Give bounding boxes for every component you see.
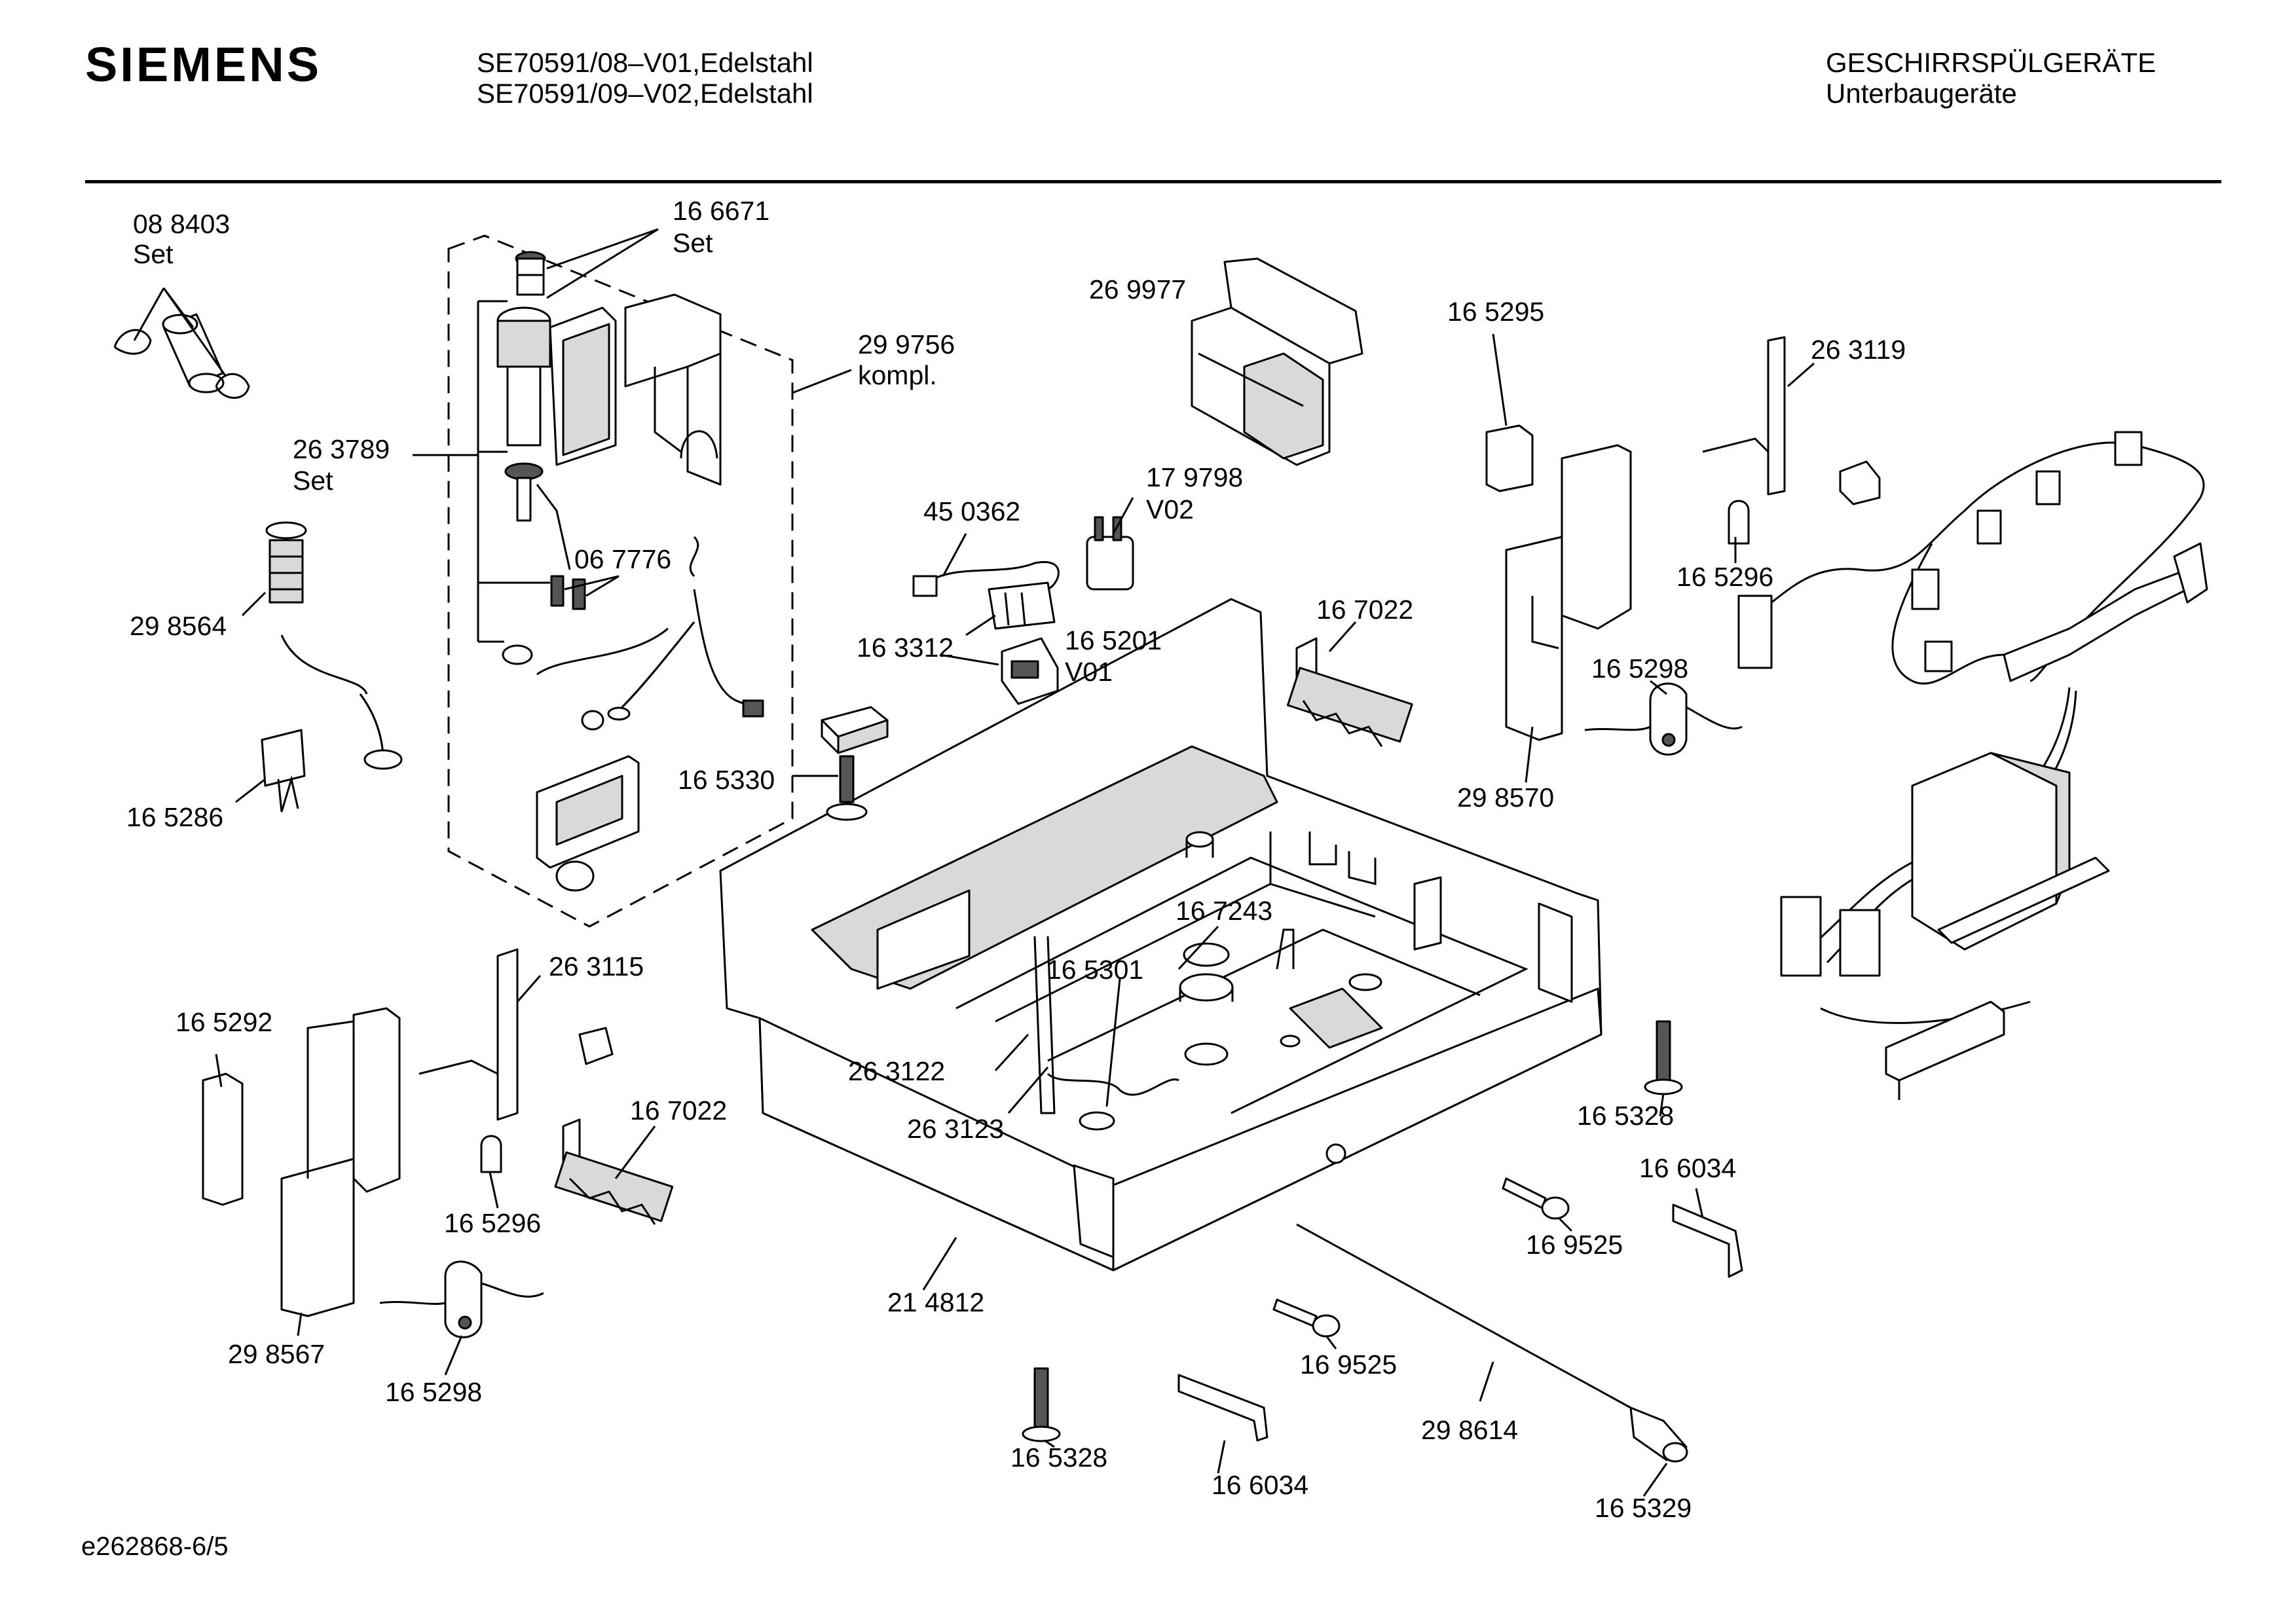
category-line-1: GESCHIRRSPÜLGERÄTE: [1826, 47, 2157, 78]
brand-logo: SIEMENS: [85, 37, 322, 92]
model-line-2: SE70591/09–V02,Edelstahl: [477, 78, 813, 109]
label-167022-lower: 16 7022: [630, 1095, 727, 1126]
label-165201-v01: V01: [1065, 657, 1113, 687]
label-165301: 16 5301: [1046, 955, 1143, 985]
label-167243: 16 7243: [1176, 896, 1272, 926]
label-165296-upper: 16 5296: [1676, 562, 1773, 592]
label-214812: 21 4812: [887, 1287, 984, 1317]
appliance-category: GESCHIRRSPÜLGERÄTE Unterbaugeräte: [1826, 47, 2156, 109]
part-labels: 08 8403 Set 16 6671 Set 29 9756 kompl. 2…: [126, 196, 1906, 1523]
label-163312: 16 3312: [857, 632, 954, 663]
clip-part-drawing: [261, 729, 306, 813]
label-263119: 26 3119: [1811, 335, 1906, 365]
label-088403: 08 8403: [133, 209, 230, 239]
label-263789-set: Set: [293, 466, 333, 496]
bracket-right-drawing: [1485, 424, 1632, 741]
label-088403-set: Set: [133, 239, 174, 269]
label-263115: 26 3115: [549, 951, 644, 981]
label-165330: 16 5330: [678, 765, 775, 795]
label-166034-bottom: 16 6034: [1212, 1470, 1308, 1500]
label-450362: 45 0362: [923, 496, 1020, 526]
aquastop-block-drawing: [502, 644, 640, 892]
relay-part-drawing: [1086, 516, 1134, 591]
valve-cover-drawing: [624, 293, 722, 486]
label-299756-kompl: kompl.: [858, 360, 937, 390]
wiring-harness-drawing: [1737, 431, 2208, 1100]
label-165298-upper: 16 5298: [1591, 653, 1688, 684]
inlet-hose-drawing: [536, 536, 764, 731]
label-298570: 29 8570: [1457, 782, 1554, 813]
label-169525-middle: 16 9525: [1300, 1349, 1397, 1380]
label-165328-bottom: 16 5328: [1010, 1442, 1107, 1473]
document-code: e262868-6/5: [81, 1532, 229, 1561]
hose-clamp-set-drawing: [113, 313, 250, 399]
plug-part-drawing: [1001, 637, 1059, 705]
label-166671: 16 6671: [673, 196, 769, 226]
label-298567: 29 8567: [228, 1339, 325, 1369]
cam-switch-lower-drawing: [379, 1260, 544, 1338]
label-165295: 16 5295: [1447, 297, 1544, 327]
label-165286: 16 5286: [126, 802, 223, 832]
label-166034-right: 16 6034: [1639, 1153, 1736, 1183]
strip-bottom-drawing: [1177, 1374, 1268, 1442]
cam-switch-upper-drawing: [1584, 682, 1743, 756]
label-165296-lower: 16 5296: [444, 1208, 541, 1238]
header-divider: [85, 180, 2221, 183]
lever-bracket-left-drawing: [418, 948, 614, 1173]
label-269977: 26 9977: [1089, 274, 1186, 304]
label-179798: 17 9798: [1146, 462, 1243, 492]
label-165329: 16 5329: [1595, 1493, 1692, 1523]
bolt-right-drawing: [1502, 1177, 1570, 1220]
spring-part-drawing: [265, 521, 307, 604]
bracket-left-drawing: [202, 1007, 401, 1317]
rod-drawing: [1296, 1223, 1688, 1463]
bolt-middle-drawing: [1272, 1298, 1341, 1338]
cable-connector-drawing: [912, 560, 1060, 630]
label-263789: 26 3789: [293, 434, 390, 464]
label-067776: 06 7776: [574, 544, 671, 574]
label-179798-v02: V02: [1146, 494, 1194, 524]
screw-right-drawing: [1644, 1020, 1683, 1095]
model-line-1: SE70591/08–V01,Edelstahl: [477, 47, 813, 78]
label-298614: 29 8614: [1421, 1415, 1518, 1445]
lever-bracket-drawing: [1702, 336, 1881, 545]
drain-hose-drawing: [280, 634, 403, 770]
screw-block-drawing: [821, 706, 889, 821]
model-numbers: SE70591/08–V01,Edelstahl SE70591/09–V02,…: [477, 47, 813, 109]
water-valve-drawing: [496, 251, 617, 610]
label-165292: 16 5292: [176, 1007, 272, 1037]
label-263122: 26 3122: [848, 1056, 945, 1086]
label-298564: 29 8564: [130, 611, 227, 641]
label-169525-right: 16 9525: [1526, 1230, 1623, 1260]
label-263123: 26 3123: [907, 1114, 1004, 1144]
leader-lines: [133, 228, 1815, 1497]
control-module-drawing: [1191, 257, 1363, 466]
label-167022-upper: 16 7022: [1316, 595, 1413, 625]
screw-bottom-drawing: [1022, 1367, 1061, 1442]
kit-group-outline: [447, 234, 794, 928]
category-line-2: Unterbaugeräte: [1826, 78, 2017, 109]
heater-element-lower-drawing: [554, 1118, 674, 1225]
label-165328-right: 16 5328: [1577, 1101, 1674, 1131]
heater-element-upper-drawing: [1286, 637, 1413, 747]
label-165201: 16 5201: [1065, 625, 1162, 655]
strip-right-drawing: [1672, 1203, 1743, 1278]
label-166671-set: Set: [673, 228, 713, 258]
label-165298-lower: 16 5298: [385, 1377, 482, 1407]
label-299756: 29 9756: [858, 329, 955, 359]
base-tub-drawing: [719, 598, 1602, 1272]
